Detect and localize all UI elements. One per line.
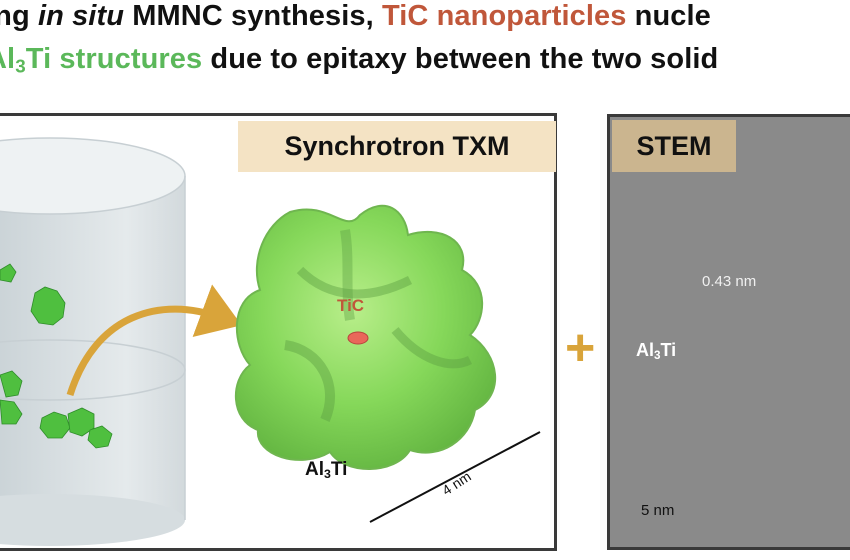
cylinder-shape: [0, 137, 186, 546]
title-line-2: Al3Ti structures due to epitaxy between …: [0, 43, 850, 78]
title-line-1: ing in situ MMNC synthesis, TiC nanopart…: [0, 0, 711, 32]
al3ti-label: Al3Ti: [305, 459, 348, 482]
al3ti-highlight: Al3Ti structures: [0, 43, 203, 77]
stem-al3ti-label: Al3Ti: [636, 340, 677, 362]
tic-highlight: TiC nanoparticles: [381, 0, 627, 32]
stem-scale-label: 5 nm: [641, 502, 675, 519]
stem-panel: [607, 114, 850, 550]
al3ti-crystal: [235, 204, 497, 470]
txm-scale-bar: [369, 431, 541, 523]
plus-sign: +: [565, 319, 596, 377]
lattice-spacing-label: 0.43 nm: [702, 273, 757, 290]
stem-label: STEM: [612, 120, 736, 172]
tic-label: TiC: [337, 296, 365, 315]
txm-label: Synchrotron TXM: [238, 121, 556, 172]
al3ti-particles: [0, 263, 113, 449]
transition-arrow: [66, 284, 242, 397]
